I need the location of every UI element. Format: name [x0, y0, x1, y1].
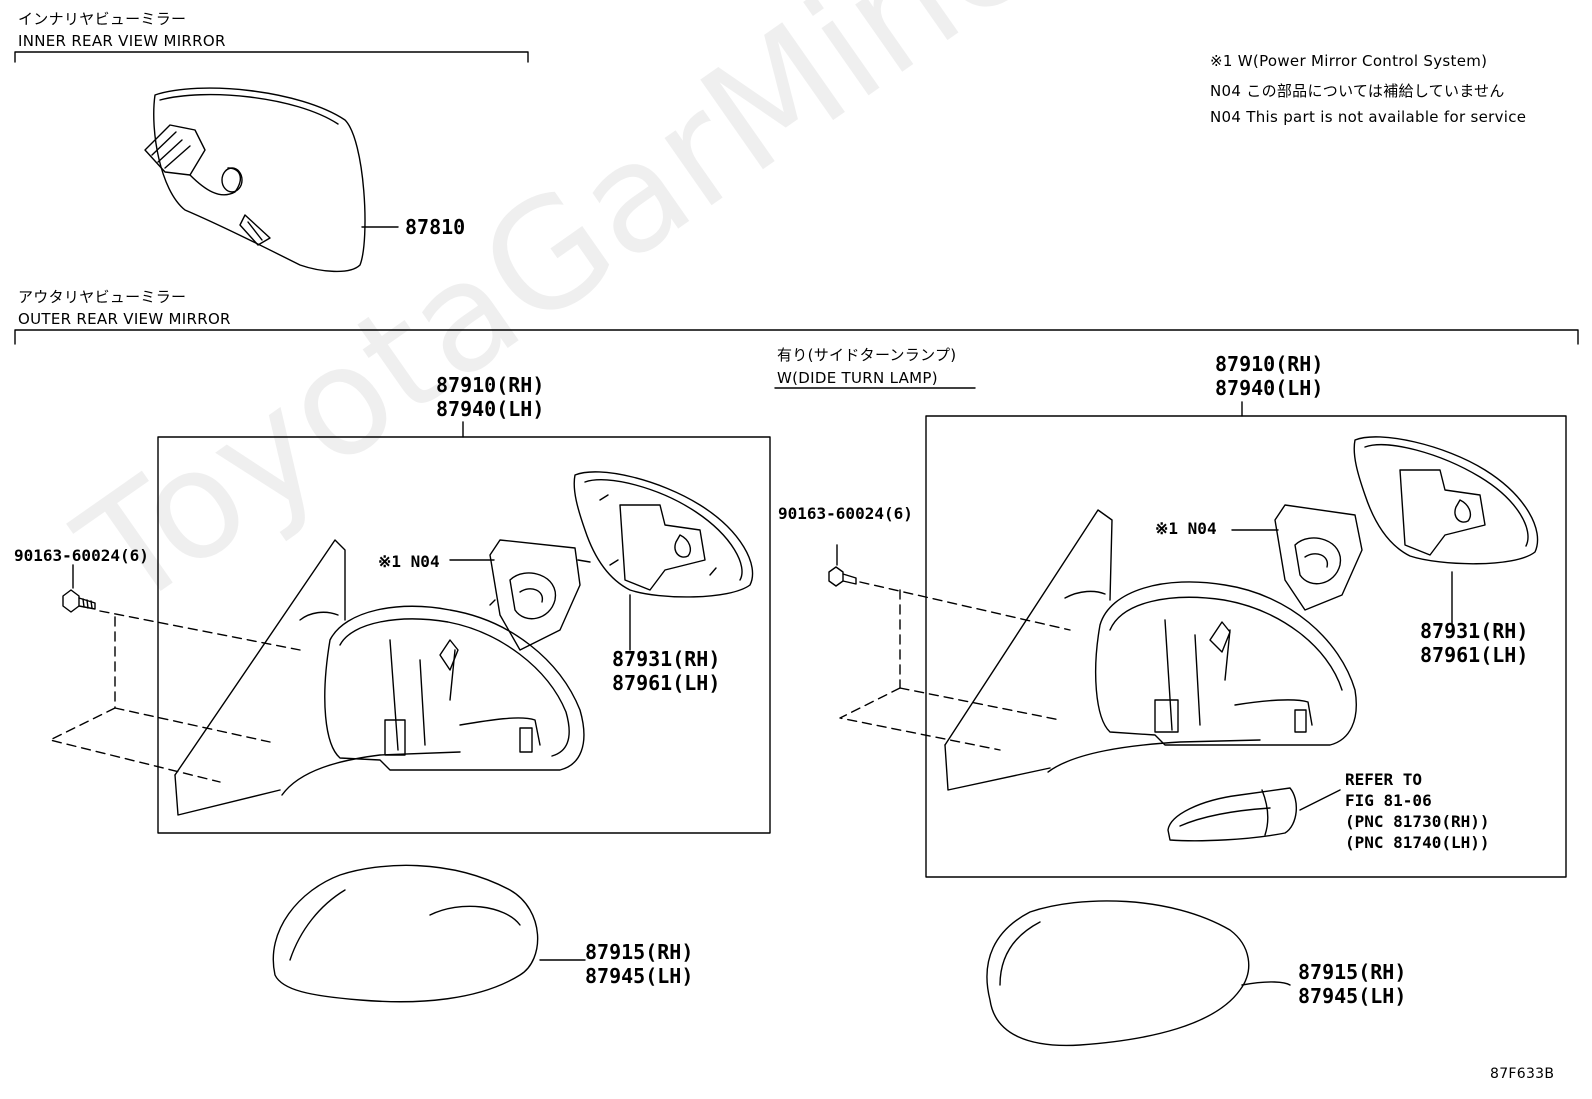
refer-line-3: (PNC 81730(RH)): [1345, 812, 1490, 831]
right-cover-lh: 87945(LH): [1298, 984, 1407, 1008]
variant-label-en: W(DIDE TURN LAMP): [777, 369, 938, 387]
note-n04-en: N04 This part is not available for servi…: [1210, 108, 1527, 126]
inner-section-bracket: [14, 51, 529, 63]
right-mount-dashes: [839, 581, 1071, 751]
right-screw-label: 90163-60024(6): [778, 504, 913, 523]
note-power-mirror: ※1 W(Power Mirror Control System): [1210, 52, 1488, 70]
left-mirror-glass: [573, 471, 754, 651]
refer-line-4: (PNC 81740(LH)): [1345, 833, 1490, 852]
variant-label-jp: 有り(サイドターンランプ): [777, 346, 957, 364]
left-cover: [272, 864, 586, 1003]
outer-title-jp: アウタリヤビューミラー: [18, 288, 187, 306]
outer-section-bracket: [14, 329, 1579, 345]
right-glass-rh: 87931(RH): [1420, 619, 1529, 643]
left-actuator: [449, 539, 591, 651]
left-assembly-box: [157, 436, 771, 834]
left-cover-lh: 87945(LH): [585, 964, 694, 988]
left-screw-label: 90163-60024(6): [14, 546, 149, 565]
left-glass-lh: 87961(LH): [612, 671, 721, 695]
left-screw: [62, 564, 96, 613]
inner-mirror-drawing: [144, 87, 399, 273]
right-actuator: [1231, 504, 1363, 611]
left-assy-label: 87910(RH) 87940(LH): [436, 373, 544, 421]
left-glass-label: 87931(RH) 87961(LH): [612, 647, 720, 695]
right-glass-label: 87931(RH) 87961(LH): [1420, 619, 1528, 667]
right-refer-label: REFER TO FIG 81-06 (PNC 81730(RH)) (PNC …: [1345, 769, 1490, 853]
left-assy-lh: 87940(LH): [436, 397, 545, 421]
right-assy-lh: 87940(LH): [1215, 376, 1324, 400]
right-cover-label: 87915(RH) 87945(LH): [1298, 960, 1406, 1008]
right-actuator-label: ※1 N04: [1155, 519, 1217, 538]
right-mirror-glass: [1353, 436, 1539, 626]
right-assy-rh: 87910(RH): [1215, 352, 1324, 376]
note-n04-jp: N04 この部品については補給していません: [1210, 82, 1505, 100]
side-turn-lamp: [1167, 787, 1341, 842]
right-assembly-box: [925, 415, 1567, 878]
left-assy-rh: 87910(RH): [436, 373, 545, 397]
figure-code: 87F633B: [1490, 1066, 1555, 1082]
right-assy-label: 87910(RH) 87940(LH): [1215, 352, 1323, 400]
left-cover-label: 87915(RH) 87945(LH): [585, 940, 693, 988]
left-actuator-label: ※1 N04: [378, 552, 440, 571]
left-mount-dashes: [49, 610, 301, 783]
right-cover-rh: 87915(RH): [1298, 960, 1407, 984]
right-mirror-body: [944, 509, 1357, 791]
right-cover: [986, 900, 1291, 1047]
inner-title-en: INNER REAR VIEW MIRROR: [18, 32, 226, 50]
refer-line-2: FIG 81-06: [1345, 791, 1432, 810]
outer-title-en: OUTER REAR VIEW MIRROR: [18, 310, 231, 328]
refer-line-1: REFER TO: [1345, 770, 1423, 789]
inner-mirror-part-number: 87810: [405, 215, 466, 239]
right-glass-lh: 87961(LH): [1420, 643, 1529, 667]
left-glass-rh: 87931(RH): [612, 647, 721, 671]
left-mirror-body: [174, 539, 585, 816]
left-cover-rh: 87915(RH): [585, 940, 694, 964]
right-screw: [828, 544, 857, 587]
inner-title-jp: インナリヤビューミラー: [18, 10, 187, 28]
